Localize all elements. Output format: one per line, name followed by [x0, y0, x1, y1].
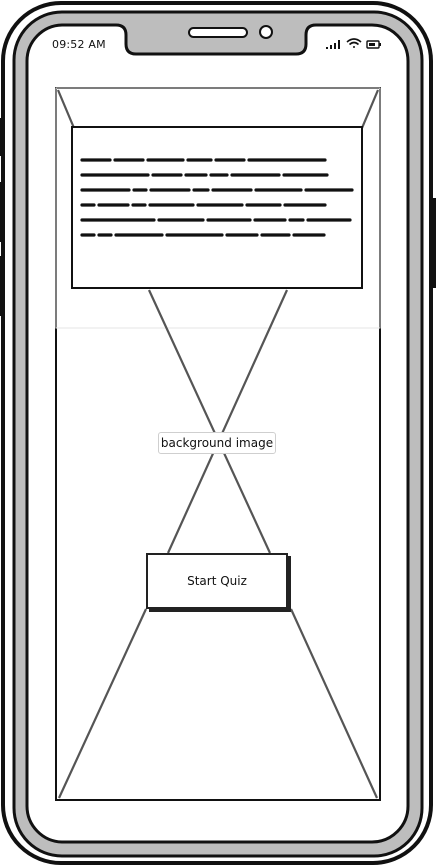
power-button	[432, 198, 436, 288]
screen-grid-line	[55, 87, 381, 329]
image-placeholder-diagonals	[56, 89, 380, 799]
mute-switch	[0, 118, 4, 156]
battery-icon	[366, 40, 381, 49]
volume-down-button	[0, 256, 4, 316]
scribbled-text	[80, 158, 354, 237]
volume-up-button	[0, 182, 4, 242]
start-quiz-button[interactable]: Start Quiz	[146, 553, 288, 609]
status-time: 09:52 AM	[52, 38, 106, 51]
signal-icon	[326, 40, 340, 49]
text-block	[71, 126, 363, 289]
front-camera	[259, 25, 273, 39]
speaker-grille	[188, 27, 248, 38]
background-image-label: background image	[158, 432, 276, 454]
wifi-icon	[346, 38, 362, 48]
display-outline	[26, 24, 409, 843]
